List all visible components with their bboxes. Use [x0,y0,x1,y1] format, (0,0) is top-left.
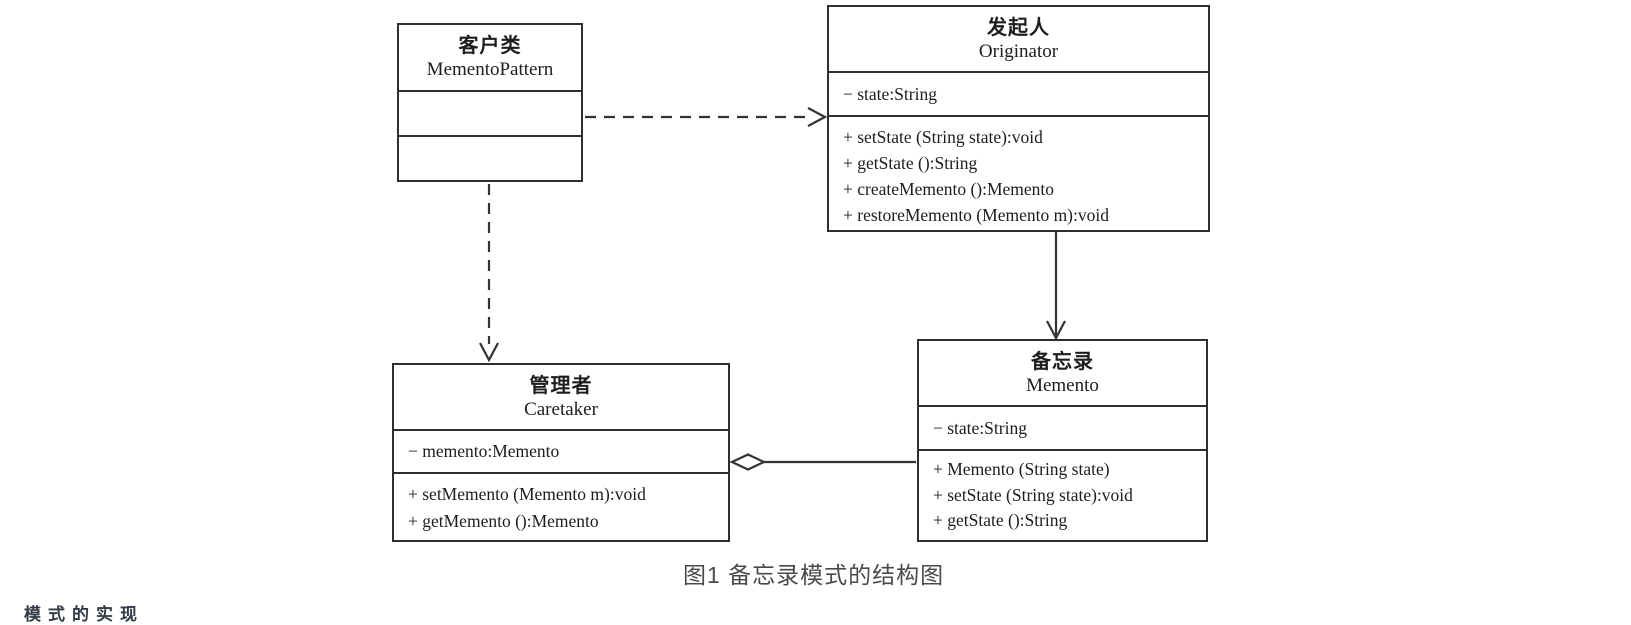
class-box-originator: 发起人 Originator − state:String + setState… [827,5,1210,232]
method-row: + getState ():String [843,153,978,173]
class-name-cn: 客户类 [458,35,522,57]
attribute-row: − state:String [933,417,1027,438]
method-row: + restoreMemento (Memento m):void [843,205,1109,225]
aggregation-diamond-icon [729,453,767,471]
dependency-arrowhead-icon [807,107,828,127]
method-row: + getState ():String [933,510,1068,530]
class-name-en: Memento [1026,374,1099,396]
class-name-en: MementoPattern [426,59,554,80]
dependency-arrowhead-icon [479,342,499,363]
attribute-row: − memento:Memento [408,441,560,461]
class-attributes-caretaker: − memento:Memento [394,429,728,472]
connector-layer [479,107,1066,471]
figure-caption: 图1 备忘录模式的结构图 [683,562,945,588]
class-attributes-memento: − state:String [919,405,1206,449]
class-name-cn: 备忘录 [1031,350,1094,373]
clipped-bottom-heading: 模式的实现 [24,605,144,624]
class-box-caretaker: 管理者 Caretaker − memento:Memento + setMem… [392,363,730,542]
class-attributes-client [399,90,581,135]
association-arrowhead-icon [1046,320,1066,341]
class-box-client: 客户类 MementoPattern [397,23,583,182]
class-methods-memento: + Memento (String state) + setState (Str… [919,449,1206,540]
method-row: + Memento (String state) [933,459,1110,479]
class-box-memento: 备忘录 Memento − state:String + Memento (St… [917,339,1208,542]
class-methods-client [399,135,581,180]
method-row: + setState (String state):void [843,127,1043,147]
class-name-cn: 管理者 [529,374,593,397]
method-row: + setState (String state):void [933,484,1133,505]
class-name-en: Caretaker [524,398,598,420]
attribute-row: − state:String [843,83,937,104]
uml-diagram-canvas: 客户类 MementoPattern 发起人 Originator − stat… [24,5,1210,624]
class-title-memento: 备忘录 Memento [919,341,1206,405]
method-row: + setMemento (Memento m):void [408,484,646,504]
method-row: + createMemento ():Memento [843,179,1055,199]
class-name-cn: 发起人 [987,16,1050,39]
class-title-caretaker: 管理者 Caretaker [394,365,728,429]
class-attributes-originator: − state:String [829,71,1208,115]
class-name-en: Originator [978,40,1059,62]
class-title-originator: 发起人 Originator [829,7,1208,71]
method-row: + getMemento ():Memento [408,511,599,531]
class-title-client: 客户类 MementoPattern [399,25,581,90]
class-methods-originator: + setState (String state):void + getStat… [829,115,1208,230]
class-methods-caretaker: + setMemento (Memento m):void + getMemen… [394,472,728,540]
